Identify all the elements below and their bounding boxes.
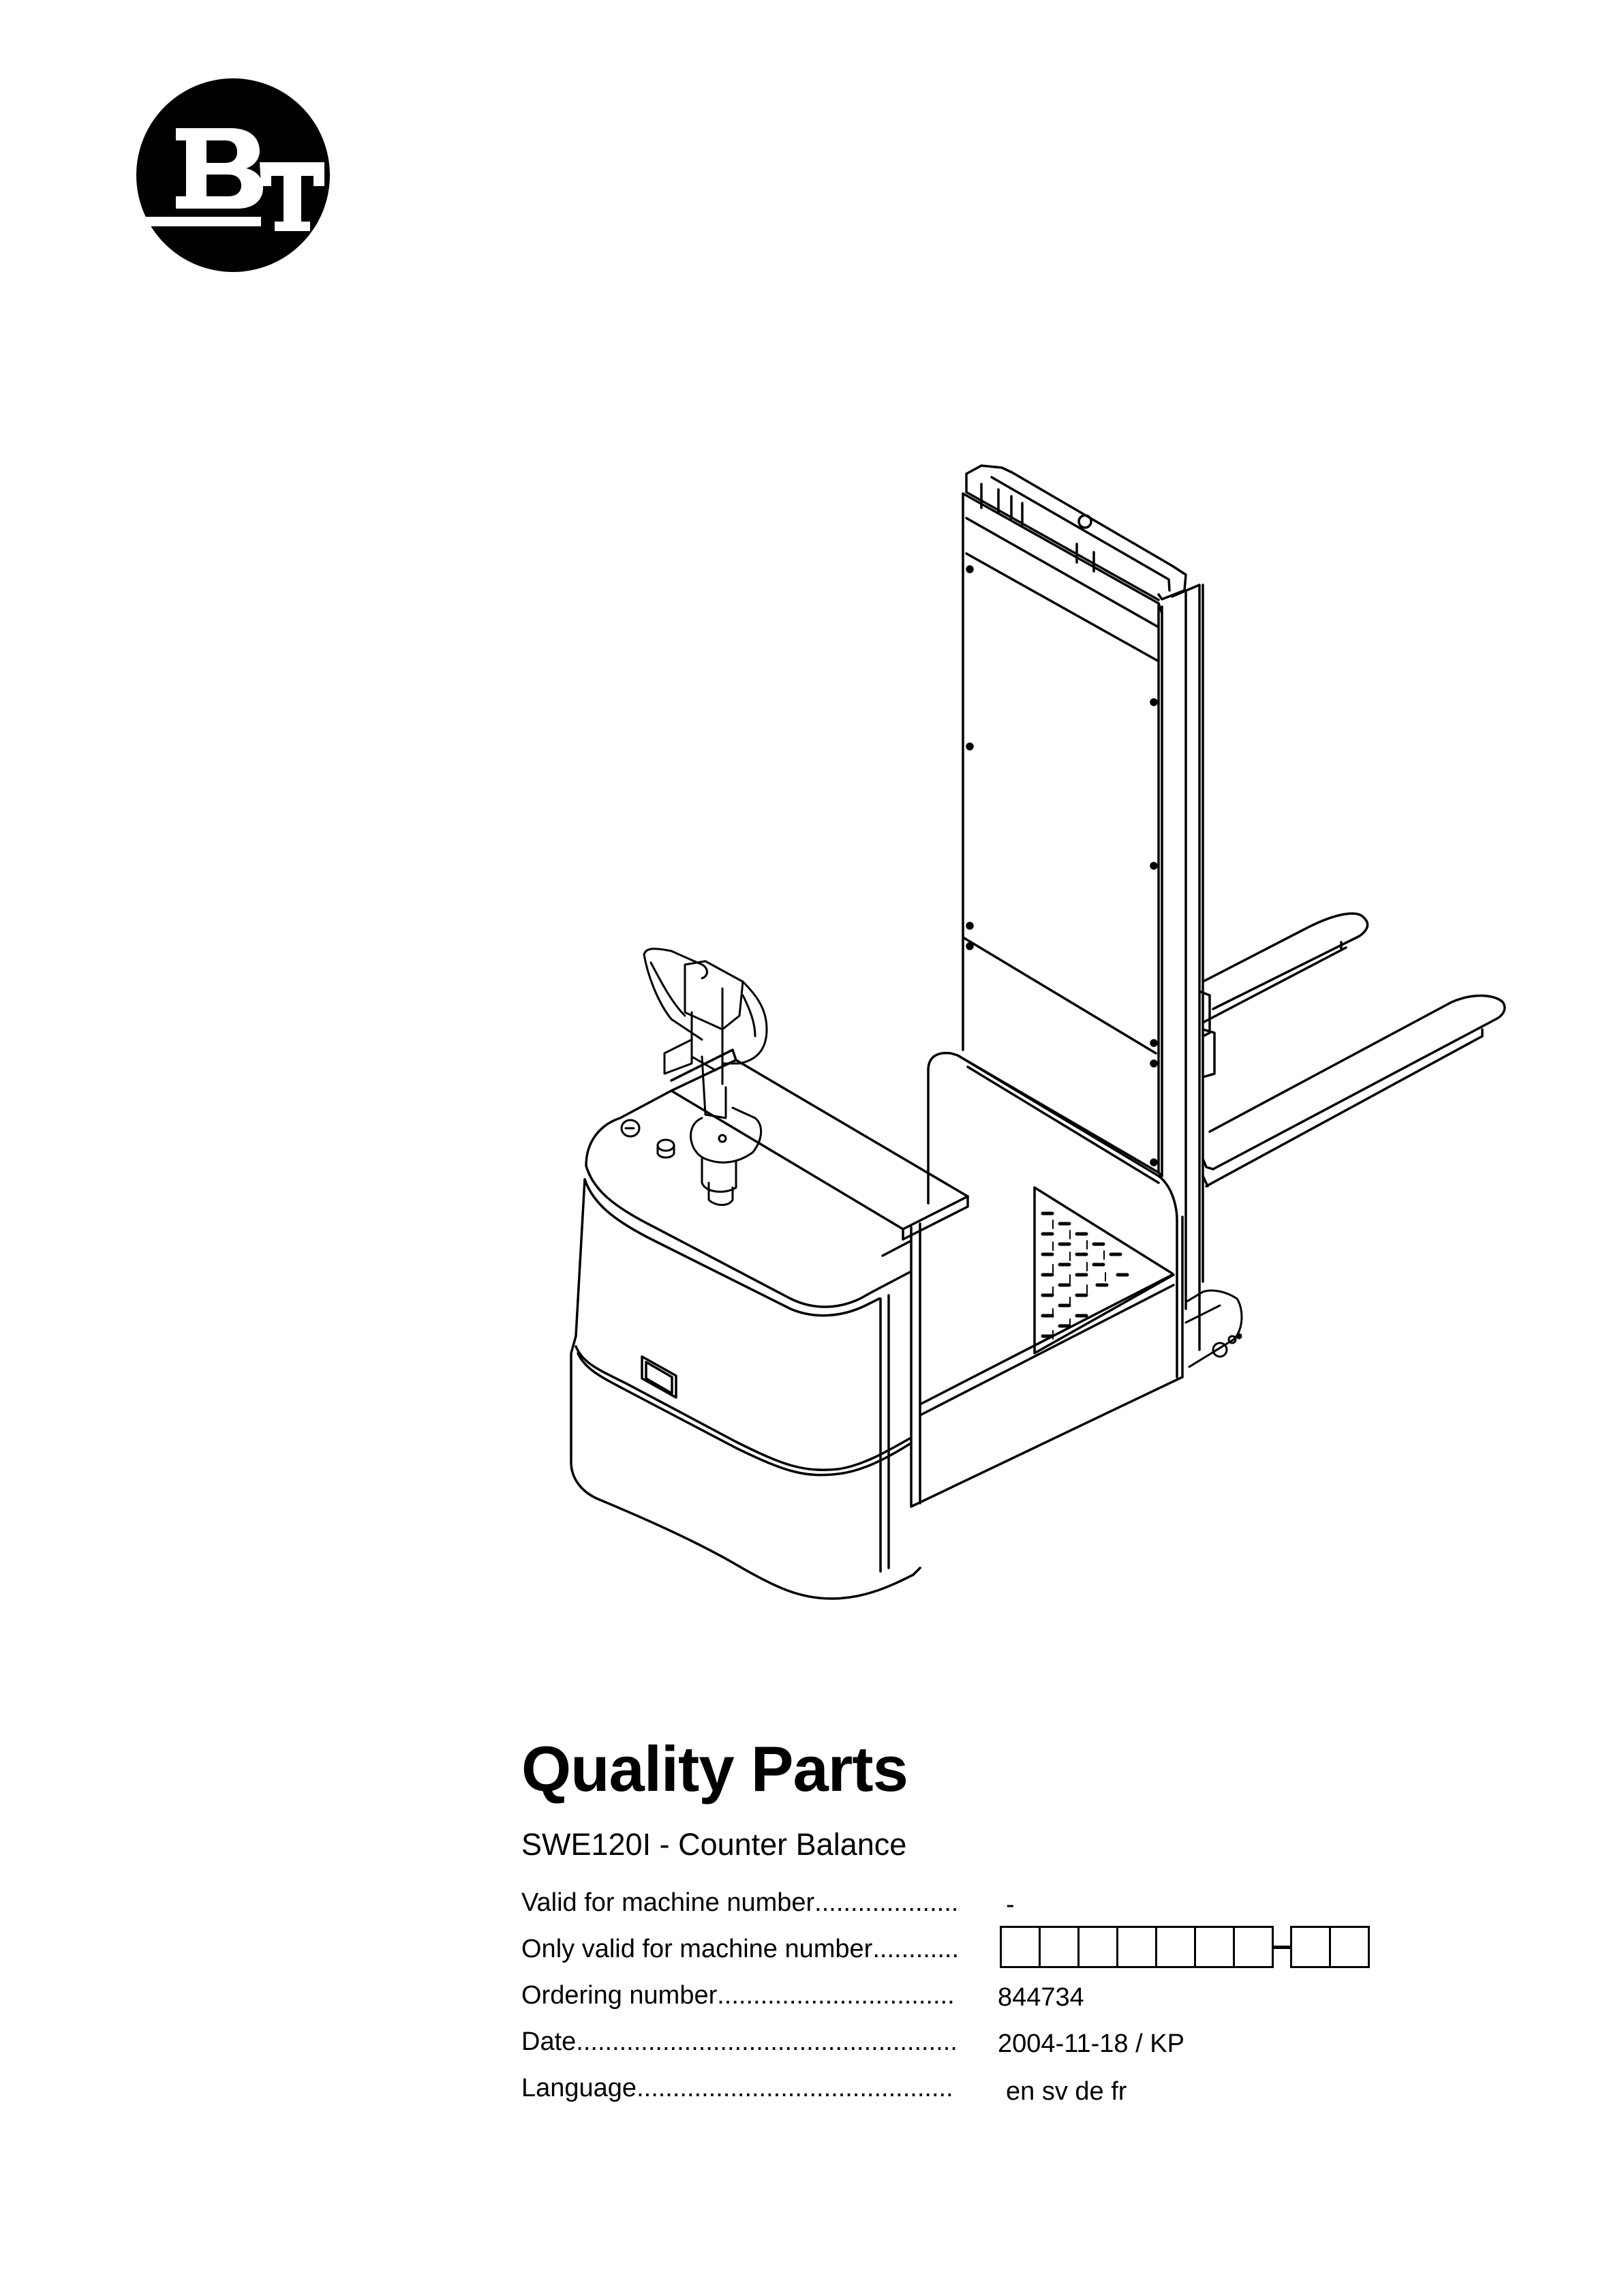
mast (962, 464, 1204, 1351)
diamond-tread-v (1052, 1220, 1106, 1340)
leader-dots: .................... (814, 1888, 959, 1917)
bt-logo (136, 78, 330, 272)
machine-number-box[interactable] (1157, 1926, 1196, 1968)
machine-number-main (1000, 1926, 1274, 1968)
field-valid-for-machine-number: Valid for machine number................… (521, 1890, 958, 1916)
machine-number-box[interactable] (1331, 1926, 1370, 1968)
machine-number-separator (1274, 1926, 1290, 1968)
shield-plate (927, 1051, 1184, 1378)
logo-letter-b (176, 128, 263, 209)
field-label: Ordering number (521, 1981, 718, 2010)
field-date: Date....................................… (521, 2029, 958, 2055)
machine-number-suffix (1290, 1926, 1370, 1968)
leader-dots: ........................................… (576, 2027, 958, 2056)
machine-number-box[interactable] (1196, 1926, 1235, 1968)
machine-number-boxes[interactable] (1000, 1926, 1370, 1968)
model-subtitle: SWE120I - Counter Balance (521, 1827, 907, 1862)
diamond-tread (1041, 1211, 1129, 1338)
machine-number-box[interactable] (1041, 1926, 1080, 1968)
machine-number-box[interactable] (1118, 1926, 1157, 1968)
chassis (570, 1048, 1184, 1600)
field-language: Language................................… (521, 2075, 953, 2101)
document-title: Quality Parts (521, 1733, 908, 1804)
field-value-ordering-number: 844734 (998, 1983, 1084, 2012)
field-only-valid-for-machine-number: Only valid for machine number...........… (521, 1936, 959, 1962)
leader-dots: ........................................… (637, 2074, 953, 2102)
field-label: Valid for machine number (521, 1888, 815, 1917)
forks (1199, 912, 1506, 1188)
stacker-illustration (570, 464, 1506, 1600)
field-value-date: 2004-11-18 / KP (998, 2029, 1184, 2058)
machine-number-box[interactable] (1000, 1926, 1041, 1968)
leader-dots: ............ (872, 1935, 960, 1963)
rear-wheel (1184, 1289, 1243, 1368)
field-value-language: en sv de fr (1006, 2077, 1127, 2106)
field-label: Language (521, 2074, 637, 2102)
deck-controls (620, 1119, 675, 1159)
machine-number-box[interactable] (1290, 1926, 1331, 1968)
tiller (643, 948, 768, 1206)
leader-dots: ................................. (717, 1981, 955, 2010)
machine-number-box[interactable] (1235, 1926, 1274, 1968)
field-value-valid-for-machine-number: - (1006, 1890, 1015, 1919)
logo-letter-t (260, 162, 324, 231)
field-ordering-number: Ordering number ........................… (521, 1982, 955, 2008)
machine-number-box[interactable] (1080, 1926, 1118, 1968)
field-label: Date (521, 2027, 577, 2056)
field-label: Only valid for machine number (521, 1935, 873, 1963)
